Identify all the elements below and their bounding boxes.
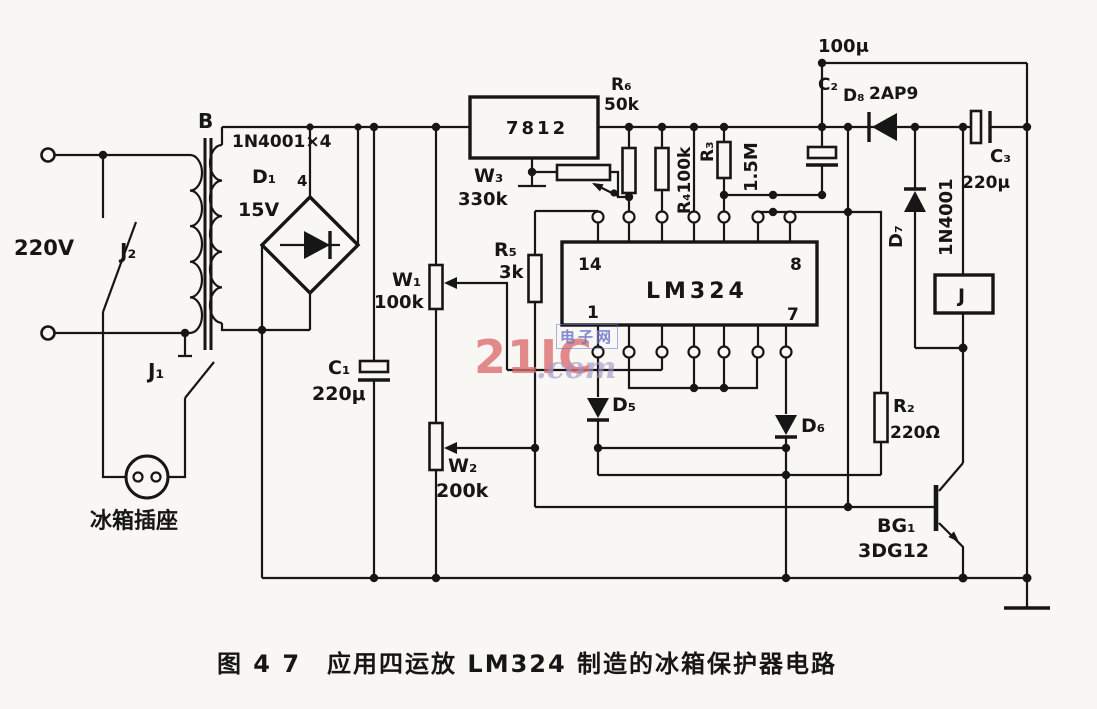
w3-label: W₃: [474, 165, 503, 187]
bridge-type-label: 1N4001×4: [232, 132, 332, 152]
j2-label: J₂: [118, 239, 136, 263]
potentiometer-w1: [428, 127, 509, 423]
r6-value: 50k: [604, 95, 640, 115]
diode-d6: [775, 357, 797, 583]
diode-d8: [843, 112, 920, 142]
ic-name-label: LM324: [646, 279, 748, 304]
r4-label: R₄100k: [675, 146, 695, 214]
r2-label: R₂: [893, 396, 915, 417]
bridge-rectifier: [257, 127, 361, 578]
w1-label: W₁: [392, 269, 421, 291]
bridge-count-label: 4: [297, 172, 307, 190]
primary-winding: [189, 153, 204, 335]
resistor-r3: [716, 122, 822, 212]
filter-capacitor-c1: [358, 127, 390, 583]
resistor-r2: [758, 207, 889, 475]
pin14-label: 14: [578, 255, 602, 275]
c2-value: 100μ: [818, 36, 869, 57]
w2-label: W₂: [448, 455, 477, 477]
d8-type: 2AP9: [869, 84, 918, 104]
c1-label: C₁: [328, 357, 350, 379]
capacitor-c3: [969, 109, 1032, 145]
power-input-section: [40, 147, 215, 500]
capacitor-c2: [806, 58, 1027, 200]
right-edge-wire: [1004, 63, 1050, 610]
isolation-transformer: [189, 127, 310, 350]
r6-label: R₆: [611, 75, 632, 95]
lm324-ic: [560, 210, 819, 359]
d5-label: D₅: [612, 394, 636, 416]
socket-label: 冰箱插座: [90, 508, 178, 534]
transistor-bg1: [933, 462, 968, 583]
potentiometer-w3: [532, 163, 634, 202]
switch-j1: [167, 333, 215, 479]
c3-label: C₃: [990, 146, 1011, 167]
c2-label: C₂: [818, 75, 838, 95]
terminal-top: [40, 147, 56, 163]
transformer-label: B: [198, 109, 213, 133]
r5-label: R₅: [494, 239, 517, 261]
diode-d7: [904, 127, 926, 348]
j1-label: J₁: [146, 359, 164, 383]
vcc-pin-riser: [689, 122, 699, 212]
switch-j2: [101, 155, 138, 479]
secondary-voltage-label: 15V: [238, 199, 279, 221]
wiper-arrow-icon: [444, 442, 457, 454]
d8-label: D₈: [843, 86, 865, 106]
resistor-r4: [654, 122, 670, 212]
wiper1-feed-wire: [507, 357, 664, 372]
schematic-labels: 220V J₂ J₁ B 1N4001×4 D₁ 4 15V 冰箱插座 C₁ 2…: [14, 36, 1011, 678]
refrigerator-socket: [124, 454, 170, 500]
wiper-arrow-icon: [444, 277, 457, 289]
potentiometer-w2: [428, 421, 540, 583]
regulator-label: 7812: [506, 118, 568, 139]
w1-value: 100k: [374, 292, 425, 313]
c1-value: 220μ: [312, 383, 366, 405]
c3-value: 220μ: [962, 173, 1010, 193]
r5-value: 3k: [499, 262, 525, 283]
terminal-bottom: [40, 325, 56, 341]
relay-coil: [915, 122, 995, 463]
pin1-label: 1: [587, 303, 599, 323]
d7-label: D₇: [886, 225, 907, 248]
r3-value: 1.5M: [741, 142, 762, 192]
mains-voltage-label: 220V: [14, 236, 75, 260]
figure-caption: 图 4 7 应用四运放 LM324 制造的冰箱保护器电路: [217, 650, 837, 678]
w2-value: 200k: [436, 480, 489, 502]
diode-d5: [587, 357, 609, 475]
d7-type: 1N4001: [936, 178, 957, 256]
bg1-label: BG₁: [877, 515, 915, 537]
pin8-label: 8: [790, 255, 802, 275]
w3-value: 330k: [458, 189, 509, 210]
base-drive-riser: [843, 125, 853, 512]
resistor-r5: [527, 209, 600, 507]
secondary-winding: [208, 143, 223, 325]
resistor-r6: [621, 122, 637, 212]
d6-label: D₆: [801, 415, 825, 437]
r3-label: R₃: [698, 141, 718, 162]
bg1-type: 3DG12: [858, 540, 929, 562]
bridge-diode-icon: [304, 231, 330, 259]
r2-value: 220Ω: [890, 423, 940, 443]
comparator-routing: [507, 357, 934, 509]
relay-label: J: [956, 285, 965, 307]
emitter-arrow-icon: [948, 531, 959, 542]
pin7-label: 7: [787, 305, 799, 325]
wiper-arrow-icon: [592, 183, 604, 192]
bridge-name-label: D₁: [252, 166, 276, 188]
